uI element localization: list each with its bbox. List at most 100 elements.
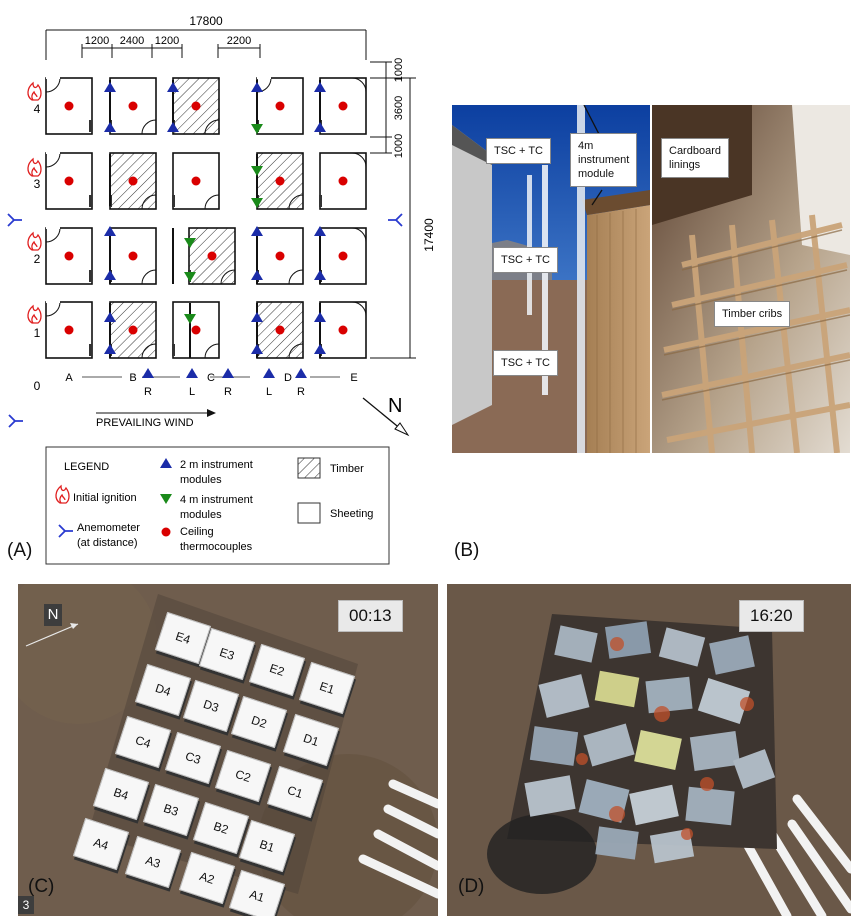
aerial-photo-after: 16:20 (447, 584, 851, 916)
aerial-unit-label: A2 (197, 869, 217, 887)
anemometer-icon (8, 414, 23, 428)
panel-label-d: (D) (458, 876, 485, 897)
row-label-0: 0 (34, 379, 41, 393)
panel-label-a: (A) (7, 540, 33, 561)
thermocouple-dot-icon (64, 251, 74, 261)
panel-label-c: (C) (28, 876, 55, 897)
thermocouple-dot-icon (128, 251, 138, 261)
unit-a1 (45, 301, 93, 359)
thermocouple-dot-icon (161, 527, 171, 537)
site-layout-diagram: 17800 1200 2400 1200 2200 1000 3600 1000… (7, 14, 436, 565)
triangle-down-icon (251, 166, 263, 176)
thermocouple-dot-icon (338, 251, 348, 261)
flame-icon (55, 484, 70, 504)
unit-d3 (256, 152, 304, 210)
triangle-up-icon (251, 270, 263, 280)
aerial-unit-label: D3 (201, 696, 221, 716)
sheeting-bar (172, 195, 175, 207)
sheeting-bar (89, 270, 92, 282)
sheeting-bar (89, 195, 92, 207)
module-letter-l1: L (189, 386, 195, 398)
sheeting-bar (89, 120, 92, 132)
triangle-up-icon (251, 82, 263, 92)
tsc-tc-label-3: TSC + TC (493, 350, 559, 376)
triangle-up-icon (251, 312, 263, 322)
legend-sheeting: Sheeting (330, 508, 373, 520)
triangle-up-icon (314, 226, 326, 236)
triangle-up-icon (104, 122, 116, 132)
site-photos: TSC + TC TSC + TC TSC + TC 4m instrument… (452, 105, 850, 453)
unit-a4 (45, 77, 93, 135)
triangle-up-icon (160, 458, 172, 468)
thermocouple-dot-icon (64, 101, 74, 111)
aerial-unit-label: C4 (133, 732, 153, 752)
cardboard-line-2: linings (669, 159, 701, 171)
flame-icon (27, 81, 42, 101)
row-label-1: 1 (34, 326, 41, 340)
unit-c4 (172, 77, 220, 135)
sheeting-bar (89, 344, 92, 356)
sheeting-bar (319, 195, 322, 207)
unit-c2 (188, 227, 236, 285)
triangle-down-icon (251, 124, 263, 134)
aerial-unit-label: E4 (173, 629, 193, 647)
thermocouple-dot-icon (191, 101, 201, 111)
timestamp-before: 00:13 (338, 600, 403, 632)
column-label-a: A (65, 372, 73, 384)
row-label-2: 2 (34, 252, 41, 266)
row-label-3: 3 (34, 177, 41, 191)
aerial-unit-label: D4 (153, 680, 173, 700)
dimension-sub-widths (81, 44, 261, 58)
thermocouple-dot-icon (275, 251, 285, 261)
legend-ceiling-1: Ceiling (180, 526, 214, 538)
triangle-up-icon (104, 312, 116, 322)
thermocouple-dot-icon (338, 101, 348, 111)
aerial-unit-label: E3 (217, 645, 237, 663)
dim-1200-a: 1200 (85, 35, 109, 47)
thermocouple-dot-icon (191, 176, 201, 186)
legend-title: LEGEND (64, 461, 109, 473)
north-arrow-icon (362, 397, 410, 437)
thermocouple-dot-icon (64, 176, 74, 186)
dimension-total-width (45, 29, 367, 60)
unit-e4 (319, 77, 367, 135)
thermocouple-dot-icon (275, 176, 285, 186)
sheeting-bar (172, 344, 175, 356)
aerial-unit-label: E1 (317, 679, 337, 697)
thermocouple-dot-icon (338, 176, 348, 186)
unit-grid (27, 77, 367, 359)
triangle-up-icon (104, 82, 116, 92)
triangle-up-icon (104, 226, 116, 236)
triangle-up-icon (314, 122, 326, 132)
unit-b4 (109, 77, 157, 135)
dim-17400: 17400 (422, 218, 436, 252)
thermocouple-dot-icon (275, 101, 285, 111)
aerial-unit-label: C1 (285, 782, 305, 802)
sheeting-swatch (297, 502, 321, 524)
unit-d2 (256, 227, 304, 285)
dim-2400: 2400 (120, 35, 144, 47)
unit-e1 (319, 301, 367, 359)
triangle-down-icon (184, 314, 196, 324)
triangle-up-icon (167, 122, 179, 132)
dim-17800: 17800 (189, 14, 223, 28)
legend: LEGEND Initial ignition Anemometer (at d… (45, 446, 390, 565)
triangle-up-icon (167, 82, 179, 92)
column-label-e: E (350, 372, 357, 384)
legend-timber: Timber (330, 463, 364, 475)
triangle-down-icon (184, 272, 196, 282)
aerial-unit-label: A4 (91, 835, 111, 853)
aerial-unit-label: B1 (257, 837, 277, 855)
thermocouple-dot-icon (128, 325, 138, 335)
triangle-up-icon (251, 226, 263, 236)
north-badge: N (44, 604, 62, 626)
unit-e3 (319, 152, 367, 210)
cardboard-linings-label: Cardboard linings (661, 138, 729, 178)
triangle-up-icon (314, 344, 326, 354)
legend-2m-2: modules (180, 474, 222, 486)
thermocouple-dot-icon (128, 176, 138, 186)
aerial-unit-label: C3 (183, 748, 203, 768)
unit-d4 (256, 77, 304, 135)
dim-1000-a: 1000 (393, 58, 405, 82)
thermocouple-dot-icon (338, 325, 348, 335)
